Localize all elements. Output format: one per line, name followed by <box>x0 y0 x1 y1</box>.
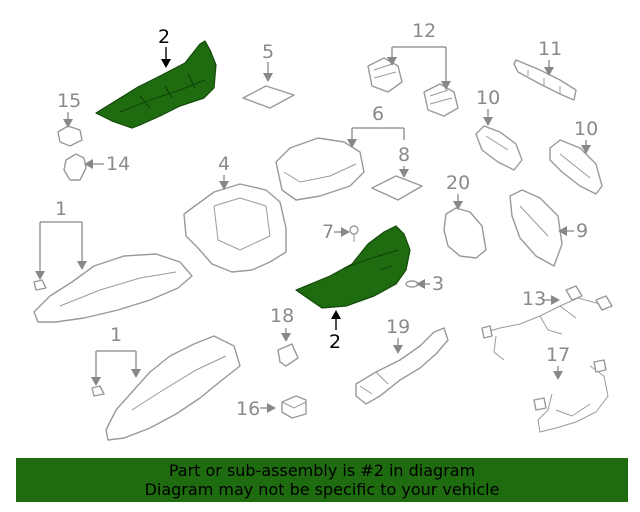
callout-11-label: 11 <box>538 38 562 60</box>
callout-10-right-label: 10 <box>574 118 598 140</box>
part-14-shape[interactable] <box>63 153 87 181</box>
callout-12-label: 12 <box>412 20 436 42</box>
part-19-shape[interactable] <box>355 327 449 405</box>
callout-13: 13 <box>522 288 560 310</box>
part-10-shape[interactable] <box>475 125 603 195</box>
callout-12: 12 <box>387 20 451 90</box>
callout-13-label: 13 <box>522 288 546 310</box>
info-banner: Part or sub-assembly is #2 in diagram Di… <box>16 458 628 502</box>
callout-17: 17 <box>546 344 570 380</box>
callout-11: 11 <box>538 38 562 76</box>
callout-17-label: 17 <box>546 344 570 366</box>
callout-9-label: 9 <box>576 220 588 242</box>
part-12-shape[interactable] <box>367 57 459 117</box>
part-15-shape[interactable] <box>57 125 83 147</box>
parts-diagram: 2 5 12 11 15 <box>33 20 613 441</box>
part-13-shape[interactable] <box>481 285 613 361</box>
callout-10-right: 10 <box>574 118 598 154</box>
callout-2-bottom: 2 <box>329 310 341 353</box>
part-7-shape[interactable] <box>349 225 359 242</box>
part-9-shape[interactable] <box>509 189 563 267</box>
callout-4-label: 4 <box>218 153 230 175</box>
callout-10-left-label: 10 <box>476 87 500 109</box>
callout-3: 3 <box>416 273 444 295</box>
part-8-shape[interactable] <box>371 175 423 201</box>
callout-5: 5 <box>262 41 274 82</box>
part-20-shape[interactable] <box>443 207 487 259</box>
callout-6-label: 6 <box>372 103 384 125</box>
part-4-shape[interactable] <box>183 183 287 273</box>
callout-16-label: 16 <box>236 398 260 420</box>
part-2-upper-shape[interactable] <box>95 40 217 129</box>
callout-18-label: 18 <box>270 305 294 327</box>
callout-2-top: 2 <box>158 26 171 68</box>
callout-1-lower: 1 <box>91 324 141 386</box>
callout-7-label: 7 <box>322 221 334 243</box>
callout-19: 19 <box>386 316 410 354</box>
callout-2-top-label: 2 <box>158 26 170 48</box>
callout-19-label: 19 <box>386 316 410 338</box>
part-5-shape[interactable] <box>242 85 295 109</box>
callout-9: 9 <box>558 220 588 242</box>
callout-10-left: 10 <box>476 87 500 126</box>
callout-15-label: 15 <box>57 90 81 112</box>
callout-5-label: 5 <box>262 41 274 63</box>
part-11-shape[interactable] <box>513 59 577 101</box>
part-1-lower-shape[interactable] <box>91 335 241 441</box>
part-17-shape[interactable] <box>533 359 609 433</box>
callout-1-upper-label: 1 <box>55 198 67 220</box>
callout-1-lower-label: 1 <box>110 324 122 346</box>
callout-4: 4 <box>218 153 230 190</box>
callout-1-upper: 1 <box>35 198 87 280</box>
callout-14-label: 14 <box>106 153 130 175</box>
callout-2-bottom-label: 2 <box>329 331 341 353</box>
callout-16: 16 <box>236 398 276 420</box>
callout-18: 18 <box>270 305 294 342</box>
callout-8-label: 8 <box>398 144 410 166</box>
callout-20-label: 20 <box>446 172 470 194</box>
callout-15: 15 <box>57 90 81 128</box>
part-2-lower-shape[interactable] <box>295 225 411 309</box>
callout-14: 14 <box>84 153 130 175</box>
part-18-shape[interactable] <box>277 343 299 367</box>
part-6-shape[interactable] <box>275 137 365 201</box>
callout-8: 8 <box>398 144 410 178</box>
callout-3-label: 3 <box>432 273 444 295</box>
banner-line-1: Part or sub-assembly is #2 in diagram <box>168 461 476 480</box>
banner-line-2: Diagram may not be specific to your vehi… <box>144 480 500 499</box>
part-16-shape[interactable] <box>281 395 307 419</box>
callout-20: 20 <box>446 172 470 210</box>
callout-7: 7 <box>322 221 350 243</box>
callout-6: 6 <box>347 103 405 148</box>
part-1-upper-shape[interactable] <box>33 253 193 323</box>
